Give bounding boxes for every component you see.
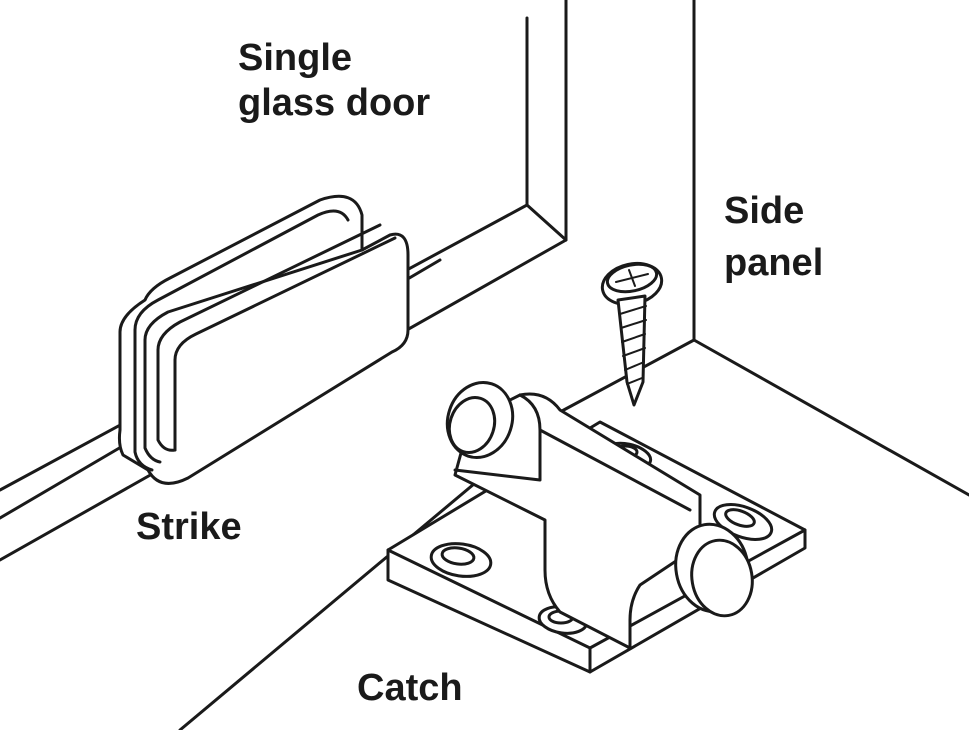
catch	[386, 381, 807, 674]
strike-label: Strike	[136, 506, 242, 548]
glass-door-label-line2: glass door	[238, 81, 431, 124]
glass-door-label-line1: Single	[238, 37, 353, 79]
screw-icon	[600, 261, 664, 407]
glass-door-label: Single glass door	[238, 36, 430, 126]
catch-label: Catch	[357, 667, 463, 709]
strike	[117, 194, 410, 485]
side-panel-label-line1: Side	[724, 190, 805, 232]
side-panel-label: Side panel	[724, 185, 823, 290]
side-panel-label-line2: panel	[724, 242, 824, 285]
